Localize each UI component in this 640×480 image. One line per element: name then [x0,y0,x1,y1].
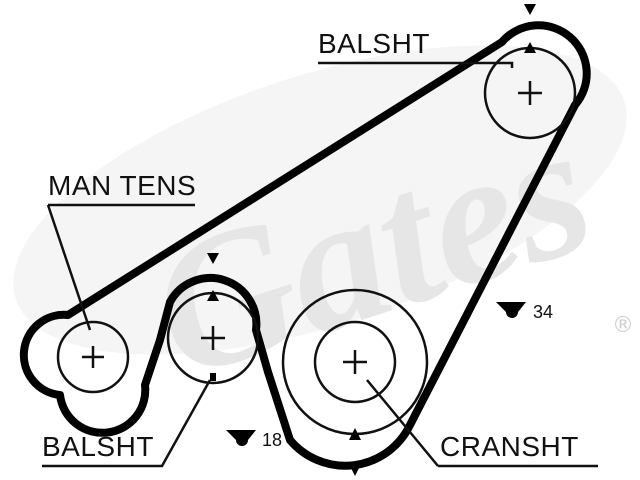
label-manual-tensioner: MAN TENS [48,170,196,201]
tooth-count-right-value: 34 [533,302,553,322]
label-balshaft-bottom: BALSHT [42,431,154,462]
pulley-crankshaft [313,320,397,404]
triangle-marker-icon [207,253,219,264]
timing-mark-balshaft-top [524,4,536,53]
tooth-count-right: 34 [496,302,553,322]
triangle-marker-icon [349,464,361,476]
registered-mark: ® [612,313,634,338]
label-crankshaft: CRANSHT [440,431,579,462]
pulley-manual-tensioner [56,320,130,394]
triangle-marker-icon [207,290,219,301]
belt-tooth-icon [226,430,256,446]
triangle-marker-icon [524,42,536,53]
timing-mark-balshaft-bottom [207,253,219,381]
timing-mark-crankshaft [349,428,361,476]
tooth-count-lower: 18 [226,430,282,450]
tooth-count-lower-value: 18 [262,430,282,450]
belt-tooth-icon [496,302,526,318]
triangle-marker-icon [349,428,361,440]
label-balshaft-top: BALSHT [318,28,430,59]
triangle-marker-icon [524,4,536,15]
leader-lines [42,61,598,468]
